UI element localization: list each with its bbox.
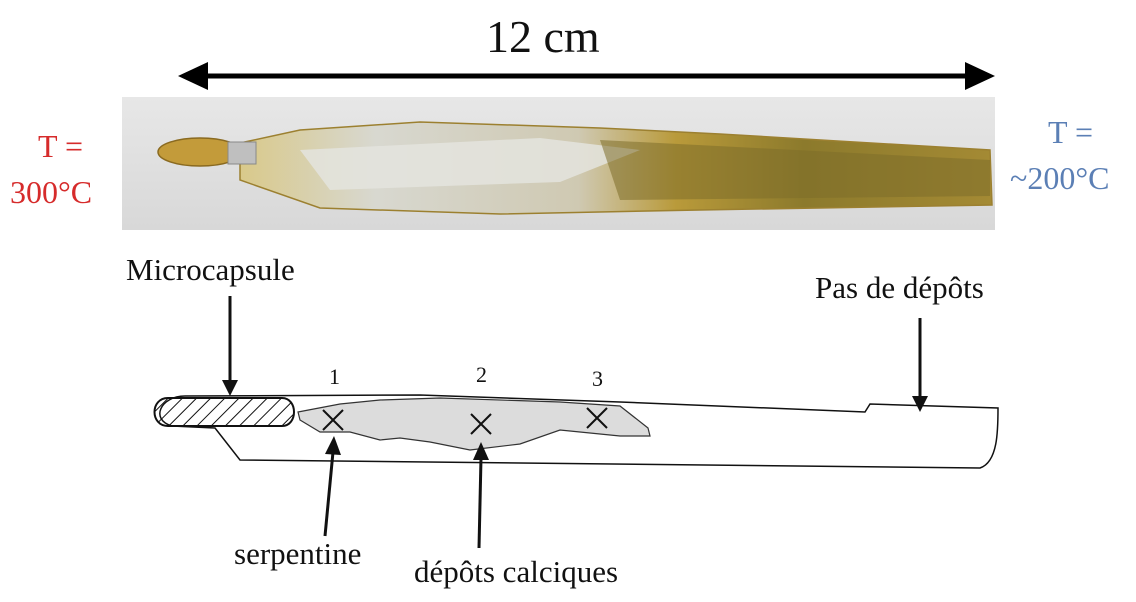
calcic-deposits-arrow	[473, 442, 489, 548]
serpentine-label: serpentine	[234, 536, 361, 572]
scale-label: 12 cm	[486, 10, 600, 63]
cold-temperature-line1: T =	[1048, 114, 1093, 151]
tube-schematic	[155, 395, 999, 468]
cold-temperature-line2: ~200°C	[1010, 160, 1109, 197]
hot-temperature-line2: 300°C	[10, 174, 92, 211]
tube-photo	[122, 97, 995, 230]
point-label-3: 3	[592, 366, 603, 392]
calcic-deposits-label: dépôts calciques	[414, 554, 618, 590]
microcapsule-arrow	[222, 296, 238, 396]
point-label-2: 2	[476, 362, 487, 388]
microcapsule-label: Microcapsule	[126, 252, 295, 288]
no-deposits-label: Pas de dépôts	[815, 270, 984, 306]
hot-temperature-line1: T =	[38, 128, 83, 165]
serpentine-arrow	[325, 436, 341, 536]
no-deposits-arrow	[912, 318, 928, 412]
scale-arrow	[178, 62, 995, 90]
point-label-1: 1	[329, 364, 340, 390]
